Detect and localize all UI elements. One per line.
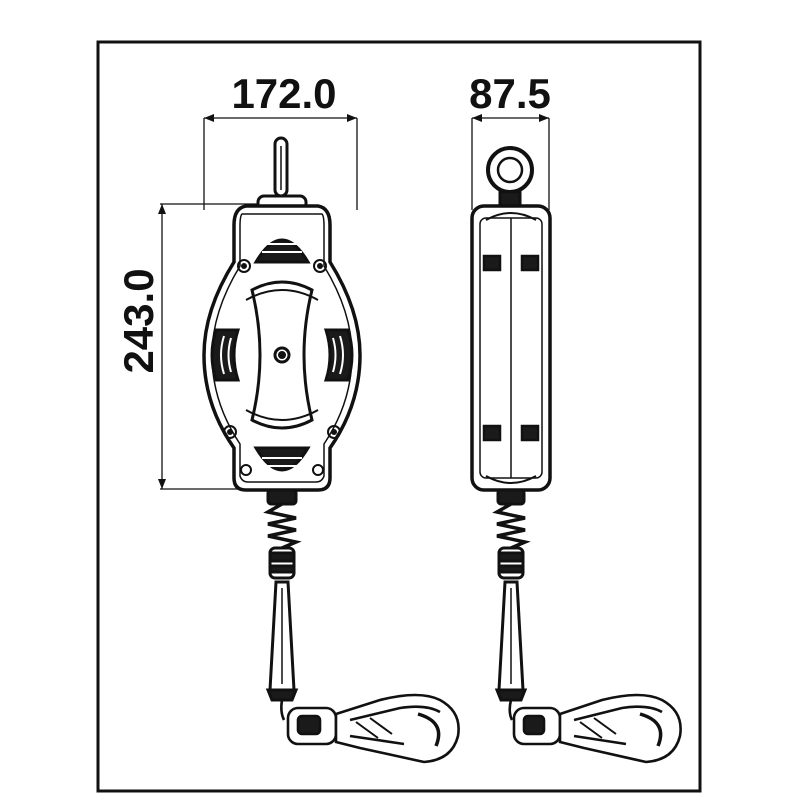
eye-ring-icon (486, 146, 534, 208)
shock-spring-icon (263, 502, 302, 550)
left-grip (210, 328, 241, 382)
side-view (470, 146, 682, 764)
dimension-height: 243.0 (115, 203, 262, 490)
dimension-depth: 87.5 (469, 70, 551, 210)
top-grip (253, 235, 311, 264)
side-spring-icon (492, 502, 531, 550)
housing-screws (223, 259, 341, 476)
dimension-width: 172.0 (203, 70, 358, 210)
side-ferrule (497, 546, 525, 580)
webbing-sleeve (265, 580, 299, 702)
dimension-depth-label: 87.5 (469, 70, 551, 117)
dimension-width-label: 172.0 (231, 70, 336, 117)
bottom-grip (253, 446, 311, 475)
right-grip (323, 328, 354, 382)
swivel-pin-icon (273, 136, 289, 198)
snap-hook-icon (280, 693, 460, 764)
side-snap-hook-icon (508, 693, 682, 764)
centre-hub (273, 346, 291, 364)
side-webbing-sleeve (494, 580, 528, 702)
dimension-height-label: 243.0 (115, 268, 162, 373)
front-view (202, 136, 460, 764)
drawing-frame (96, 40, 702, 793)
ferrule (268, 546, 296, 580)
line-outlet (266, 488, 298, 506)
side-notches (482, 254, 540, 442)
